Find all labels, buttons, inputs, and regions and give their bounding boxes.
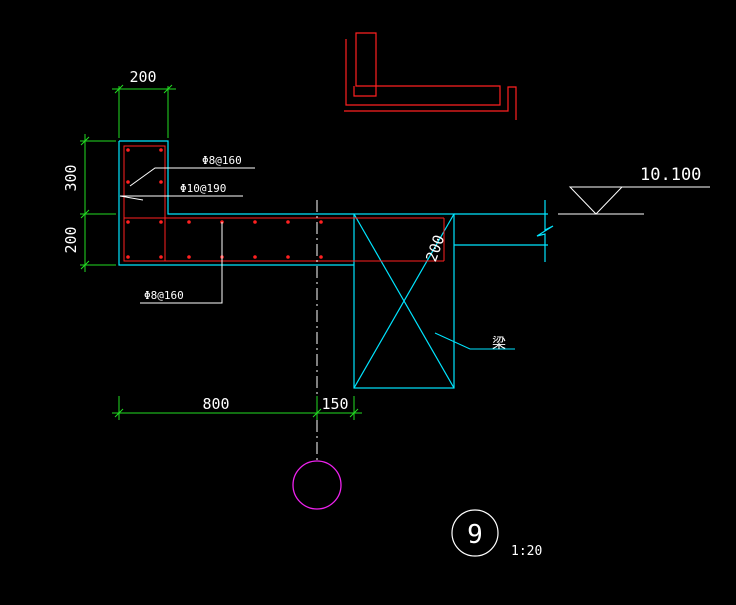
beam-section	[353, 213, 455, 389]
rebar-dots	[126, 148, 323, 259]
detail-bubble	[451, 509, 499, 557]
rebar-dot	[126, 255, 130, 259]
detail-scale: 1:20	[511, 544, 542, 559]
axis-bubble	[292, 460, 342, 510]
dimension-lines	[80, 84, 362, 420]
label-slab-bars: Φ10@190	[180, 182, 226, 195]
beam-leader	[434, 332, 515, 350]
dim-span-150: 150	[321, 395, 348, 413]
rebar-dot	[159, 255, 163, 259]
dim-span-800: 800	[202, 395, 229, 413]
elevation-value: 10.100	[640, 165, 701, 185]
elevation-marker	[558, 186, 710, 215]
label-lower-stirrup: Φ8@160	[144, 289, 184, 302]
top-red-outline	[344, 32, 517, 120]
rebar-dot	[187, 255, 191, 259]
rebar-dot	[159, 220, 163, 224]
parapet-outline	[118, 140, 354, 266]
rebar-dot	[126, 220, 130, 224]
rebar-dot	[286, 220, 290, 224]
detail-number: 9	[467, 520, 483, 550]
rebar-dot	[159, 148, 163, 152]
rebar-dot	[159, 180, 163, 184]
dim-top-width: 200	[129, 68, 156, 86]
dim-upper-height: 300	[62, 164, 80, 191]
rebar-lines	[123, 145, 445, 262]
beam-label: 梁	[492, 336, 506, 352]
label-leaders	[119, 167, 255, 304]
rebar-dot	[187, 220, 191, 224]
adjacent-slab	[454, 200, 554, 262]
rebar-dot	[286, 255, 290, 259]
dim-lower-height: 200	[62, 226, 80, 253]
rebar-dot	[319, 220, 323, 224]
rebar-dot	[319, 255, 323, 259]
label-upper-stirrup: Φ8@160	[202, 154, 242, 167]
rebar-dot	[253, 255, 257, 259]
rebar-dot	[126, 180, 130, 184]
rebar-dot	[253, 220, 257, 224]
rebar-dot	[126, 148, 130, 152]
